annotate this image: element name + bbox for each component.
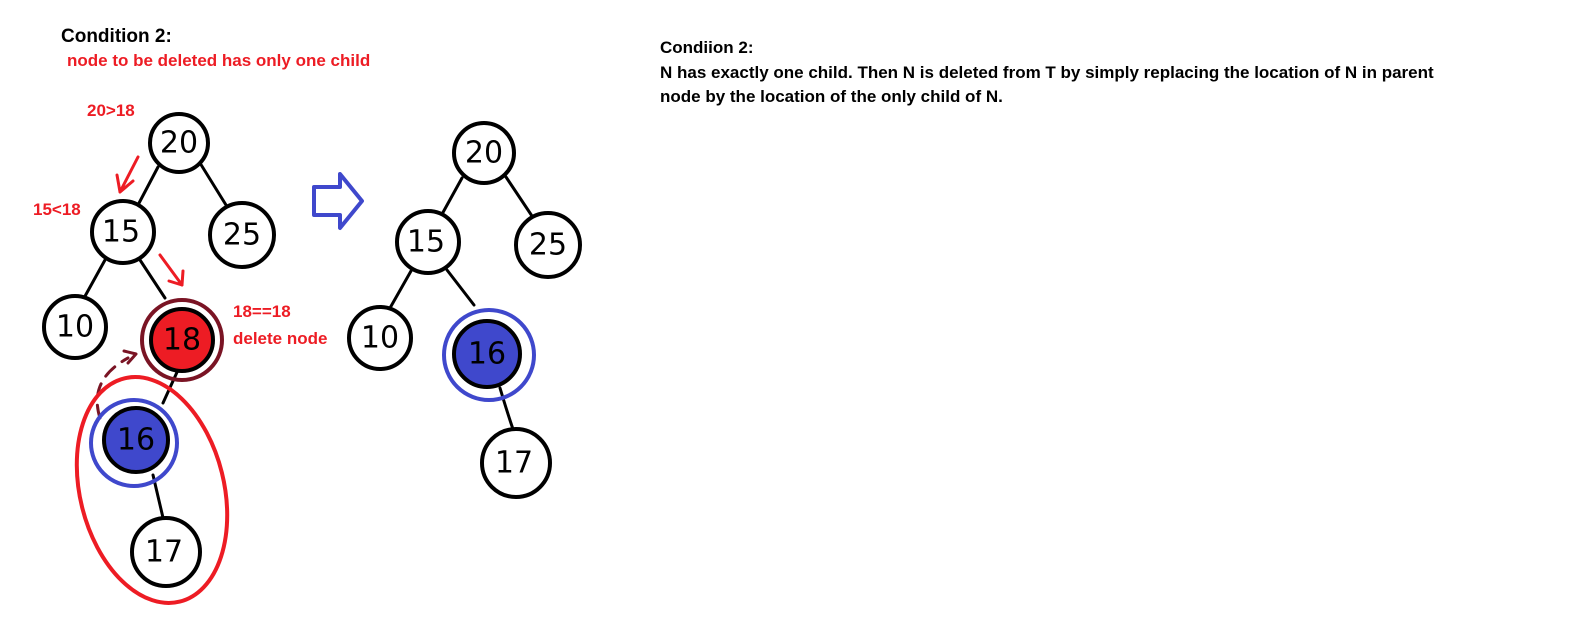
right-node-17: 17: [480, 427, 552, 499]
subtree-highlight-oval: [74, 375, 230, 605]
edge-15-10: [82, 258, 107, 300]
node-label: 10: [361, 321, 399, 356]
description-block: Condiion 2: N has exactly one child. The…: [660, 36, 1520, 110]
node-label: 25: [223, 218, 261, 253]
left-node-18-deleted: 18: [140, 298, 224, 382]
edge-15-16: [445, 268, 476, 307]
node-label: 20: [465, 136, 503, 171]
left-node-25: 25: [208, 201, 276, 269]
right-node-20: 20: [452, 121, 516, 185]
traversal-arrows: [115, 155, 185, 287]
right-node-16: 16: [442, 308, 536, 402]
node-label: 10: [56, 310, 94, 345]
node-label: 16: [468, 337, 506, 372]
edge-15-18: [138, 258, 167, 300]
description-title: Condiion 2:: [660, 38, 754, 57]
node-label: 17: [145, 535, 183, 570]
annotation-18-eq-18: 18==18: [233, 302, 291, 321]
transition-arrow-icon: [312, 172, 364, 230]
left-node-20: 20: [148, 112, 210, 174]
condition-subtitle: node to be deleted has only one child: [67, 51, 370, 70]
left-node-17: 17: [130, 516, 202, 588]
annotation-delete-node: delete node: [233, 329, 327, 348]
node-label: 16: [117, 423, 155, 458]
node-label: 25: [529, 228, 567, 263]
edge-15-10: [388, 269, 413, 310]
replacement-dashed-path: [95, 356, 130, 420]
node-label: 15: [102, 215, 140, 250]
node-label: 18: [163, 323, 201, 358]
arrow-15-to-18: [158, 253, 185, 287]
left-node-16: 16: [89, 398, 179, 488]
left-node-15: 15: [90, 199, 156, 265]
replacement-arrow: [95, 349, 138, 420]
edge-18-16: [161, 368, 180, 405]
replacement-arrowhead: [122, 349, 138, 365]
edge-20-15: [136, 165, 160, 207]
node-label: 15: [407, 225, 445, 260]
left-node-10: 10: [42, 294, 108, 360]
arrow-20-to-15: [115, 155, 140, 194]
annotation-20-gt-18: 20>18: [87, 101, 135, 120]
right-node-10: 10: [347, 305, 413, 371]
annotation-15-lt-18: 15<18: [33, 200, 81, 219]
edge-20-25: [198, 161, 228, 207]
description-line-1: N has exactly one child. Then N is delet…: [660, 62, 1434, 82]
right-node-25: 25: [514, 211, 582, 279]
right-node-15: 15: [395, 209, 461, 275]
edge-20-25: [504, 175, 534, 218]
description-line-2: node by the location of the only child o…: [660, 87, 1003, 106]
node-label: 17: [495, 446, 533, 481]
node-label: 20: [160, 126, 198, 161]
edge-20-15: [439, 176, 464, 218]
condition-title: Condition 2:: [61, 26, 172, 47]
